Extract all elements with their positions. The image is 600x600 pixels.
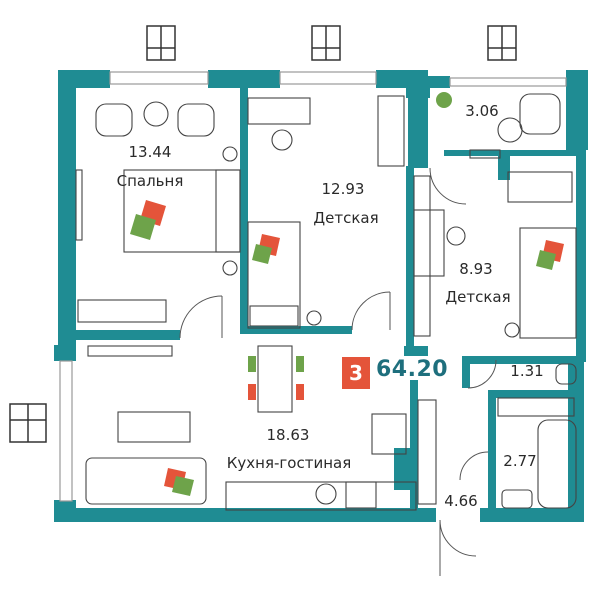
room-area-bedroom: 13.44 [129, 143, 172, 161]
room-name-living: Кухня-гостиная [227, 454, 351, 472]
walls [54, 70, 588, 522]
window-icon-left [9, 403, 47, 443]
window-glass [59, 71, 567, 502]
furniture [75, 93, 577, 511]
window-icon-top-3 [487, 25, 517, 61]
room-area-wc: 1.31 [510, 362, 543, 380]
room-name-bedroom: Спальня [117, 172, 184, 190]
door-swings [179, 167, 497, 576]
room-count-badge: 3 [342, 357, 370, 389]
room-area-hall: 4.66 [444, 492, 477, 510]
room-name-kids1: Детская [313, 209, 378, 227]
window-icon-top-1 [146, 25, 176, 61]
room-name-kids2: Детская [445, 288, 510, 306]
room-area-kids1: 12.93 [322, 180, 365, 198]
pillow-decor [130, 92, 564, 496]
room-area-kids2: 8.93 [459, 260, 492, 278]
room-area-living: 18.63 [267, 426, 310, 444]
room-area-balcony: 3.06 [465, 102, 498, 120]
apartment-summary-badge: 3 64.20 [342, 357, 466, 389]
room-area-bath: 2.77 [503, 452, 536, 470]
window-icon-top-2 [311, 25, 341, 61]
total-area-label: 64.20 [376, 357, 449, 382]
